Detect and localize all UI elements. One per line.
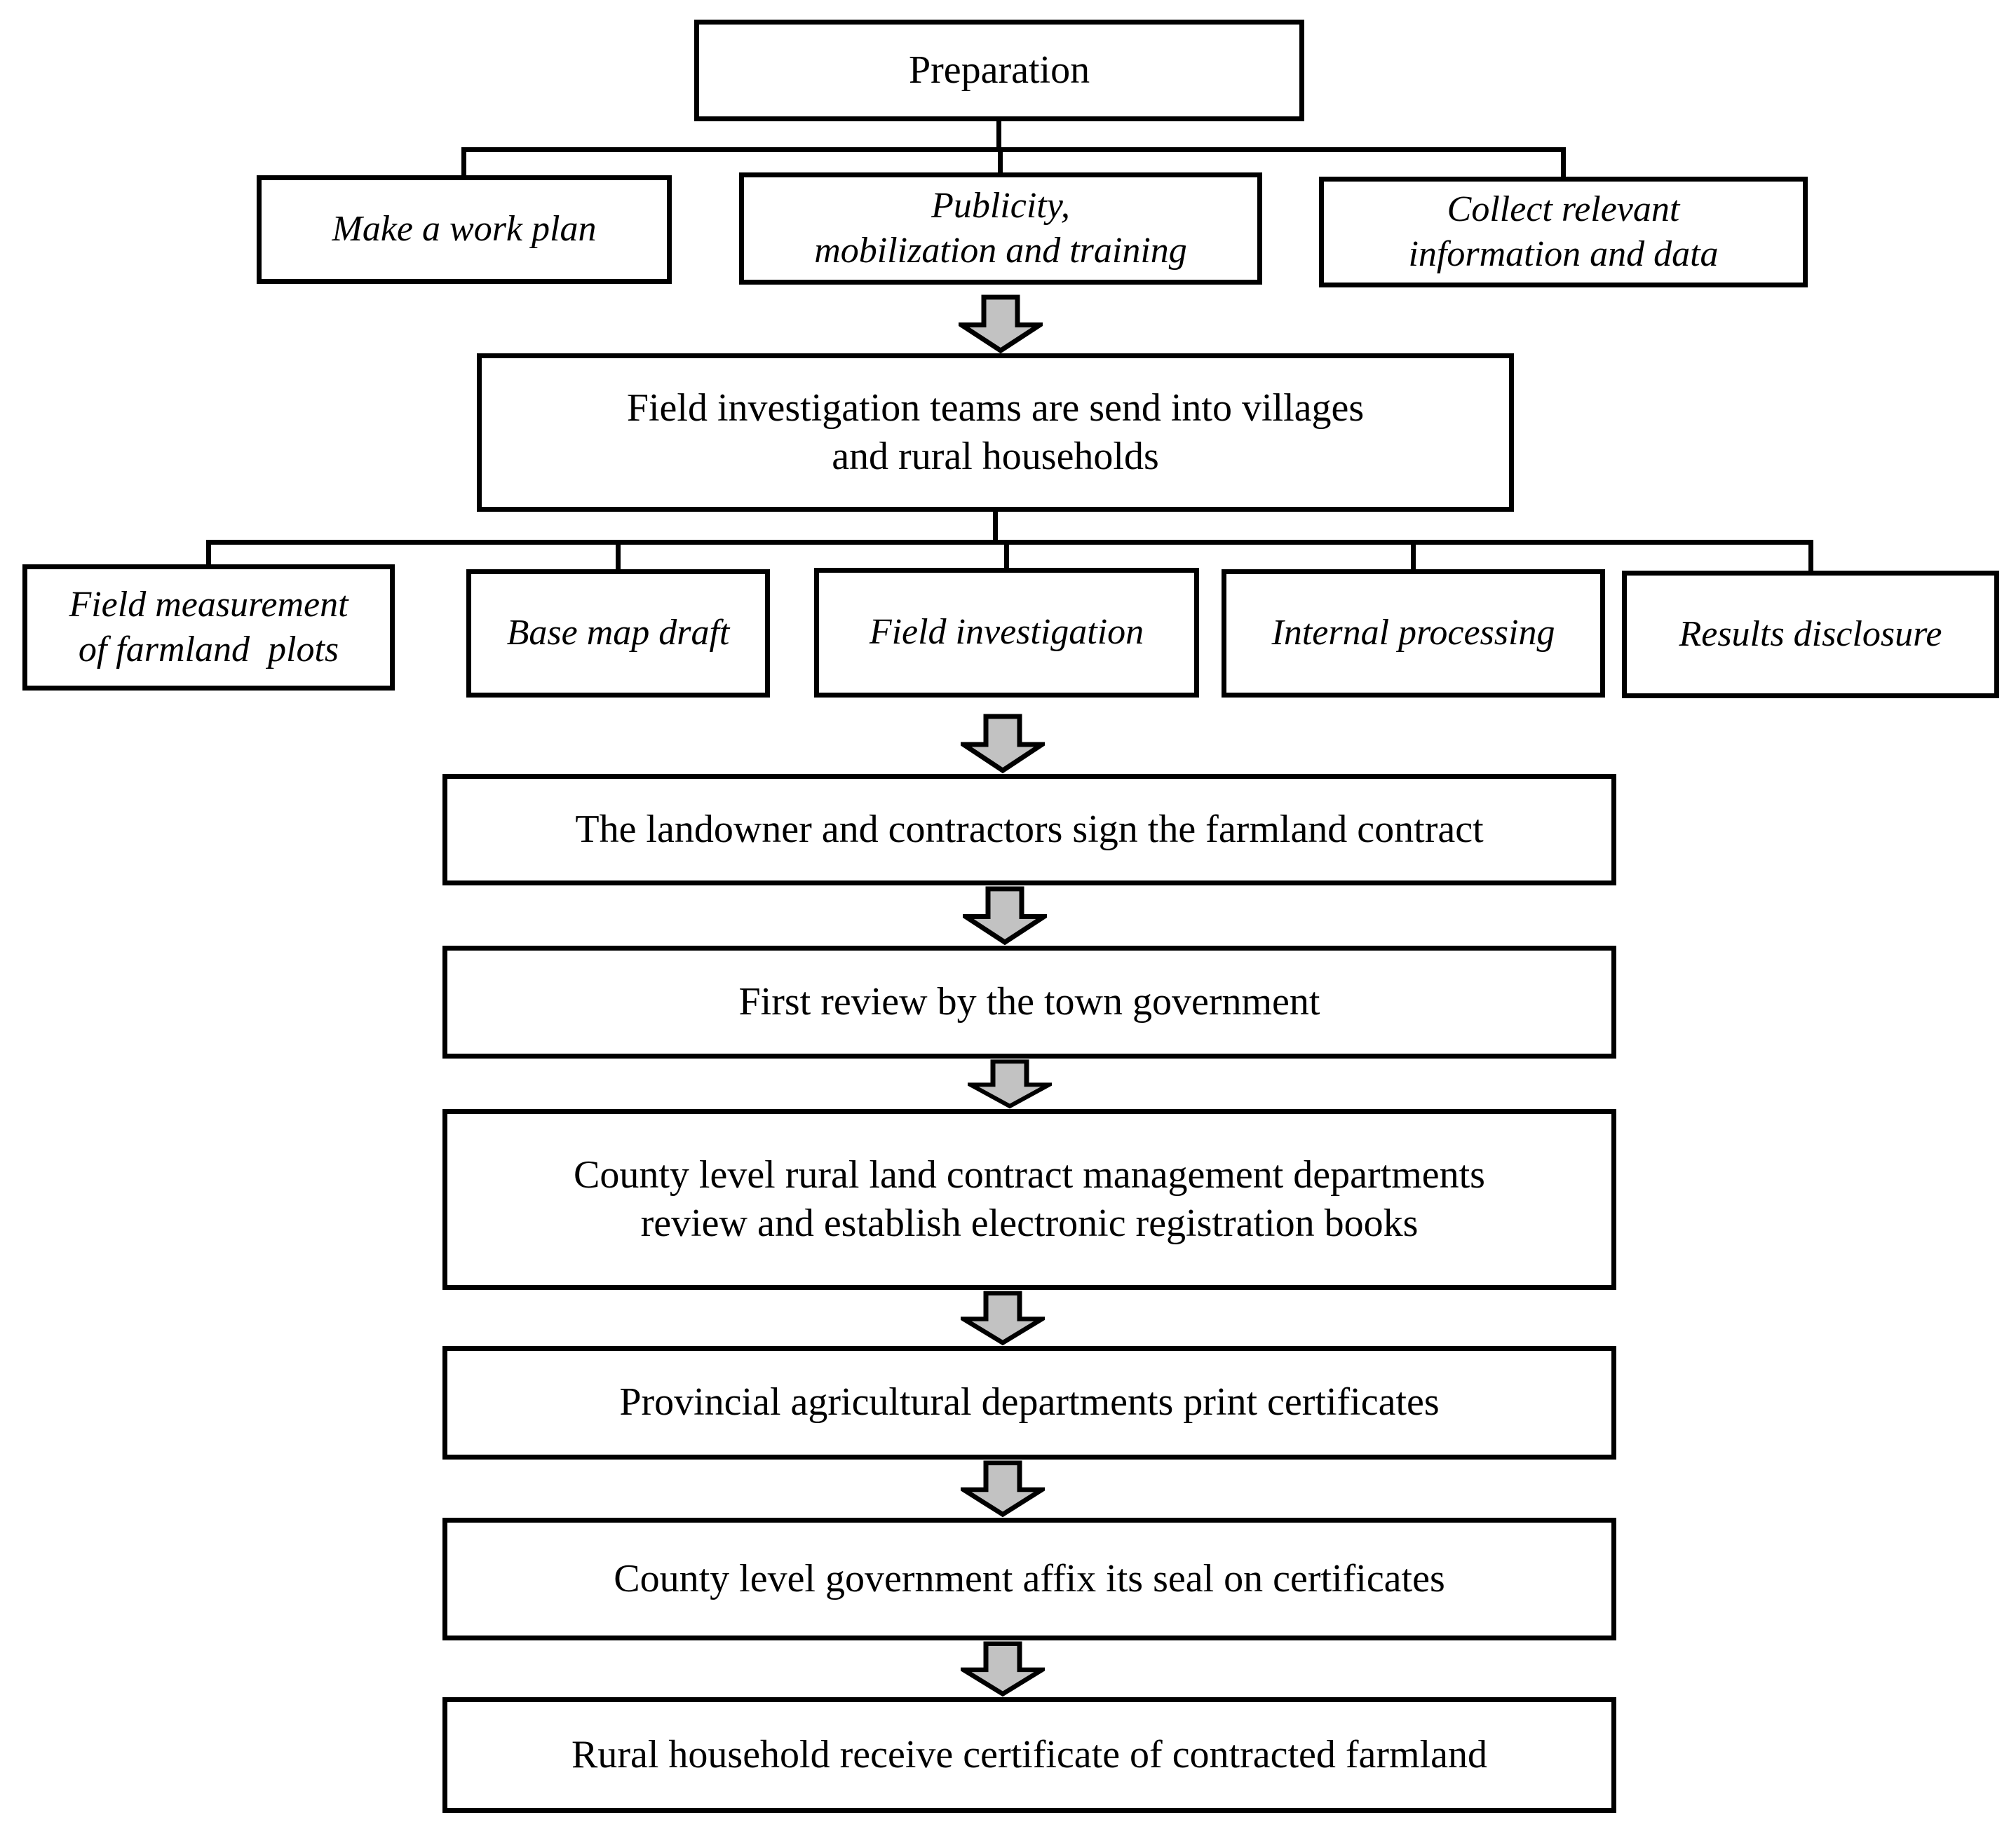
node-county-review: County level rural land contract managem…: [442, 1109, 1616, 1290]
node-collect-information-line1: Collect relevant: [1447, 189, 1680, 229]
node-base-map-draft-label: Base map draft: [506, 613, 730, 653]
node-publicity-line1: Publicity,: [931, 185, 1070, 226]
node-field-measurement-line2: of farmland plots: [78, 630, 339, 669]
node-provincial-print: Provincial agricultural departments prin…: [442, 1346, 1616, 1460]
node-provincial-print-label: Provincial agricultural departments prin…: [619, 1380, 1440, 1424]
node-field-measurement: Field measurement of farmland plots: [22, 564, 395, 691]
node-county-seal-label: County level government affix its seal o…: [614, 1556, 1445, 1600]
node-collect-information-line2: information and data: [1408, 234, 1719, 274]
connector-line: [1411, 540, 1416, 572]
connector-line: [461, 147, 1566, 152]
node-collect-information: Collect relevant information and data: [1319, 177, 1808, 287]
node-rural-receive-label: Rural household receive certificate of c…: [571, 1732, 1488, 1776]
node-preparation-label: Preparation: [908, 48, 1090, 92]
node-field-measurement-line1: Field measurement: [69, 584, 349, 625]
node-rural-receive: Rural household receive certificate of c…: [442, 1697, 1616, 1813]
node-make-work-plan-label: Make a work plan: [332, 209, 597, 250]
down-arrow-icon: [968, 1059, 1052, 1109]
connector-line: [206, 540, 1813, 545]
node-field-teams-line1: Field investigation teams are send into …: [626, 386, 1365, 430]
node-landowner-contract-label: The landowner and contractors sign the f…: [575, 807, 1484, 851]
connector-line: [616, 540, 621, 572]
node-results-disclosure-label: Results disclosure: [1679, 613, 1942, 654]
node-base-map-draft: Base map draft: [466, 569, 770, 698]
node-field-investigation: Field investigation: [814, 568, 1199, 698]
connector-line: [461, 147, 466, 178]
connector-line: [1808, 540, 1813, 573]
down-arrow-icon: [961, 714, 1045, 774]
node-publicity-line2: mobilization and training: [814, 231, 1187, 271]
node-first-review: First review by the town government: [442, 946, 1616, 1059]
down-arrow-icon: [961, 1641, 1045, 1697]
connector-line: [1561, 147, 1566, 179]
node-field-investigation-label: Field investigation: [869, 612, 1144, 653]
node-results-disclosure: Results disclosure: [1622, 571, 1999, 698]
connector-line: [1004, 540, 1009, 571]
node-internal-processing-label: Internal processing: [1271, 613, 1555, 653]
node-preparation: Preparation: [694, 20, 1304, 121]
connector-line: [996, 120, 1001, 149]
down-arrow-icon: [961, 1460, 1045, 1518]
node-field-teams-line2: and rural households: [832, 435, 1159, 478]
node-landowner-contract: The landowner and contractors sign the f…: [442, 774, 1616, 885]
down-arrow-icon: [959, 294, 1043, 354]
node-first-review-label: First review by the town government: [738, 979, 1320, 1024]
node-internal-processing: Internal processing: [1222, 569, 1605, 698]
down-arrow-icon: [963, 886, 1047, 946]
node-county-review-line1: County level rural land contract managem…: [574, 1152, 1485, 1197]
connector-line: [993, 510, 998, 543]
down-arrow-icon: [961, 1291, 1045, 1346]
connector-line: [998, 147, 1003, 175]
node-county-review-line2: review and establish electronic registra…: [640, 1202, 1419, 1245]
node-field-teams: Field investigation teams are send into …: [477, 353, 1514, 512]
node-county-seal: County level government affix its seal o…: [442, 1518, 1616, 1640]
connector-line: [206, 540, 211, 568]
node-make-work-plan: Make a work plan: [257, 175, 672, 284]
node-publicity: Publicity, mobilization and training: [739, 172, 1262, 285]
